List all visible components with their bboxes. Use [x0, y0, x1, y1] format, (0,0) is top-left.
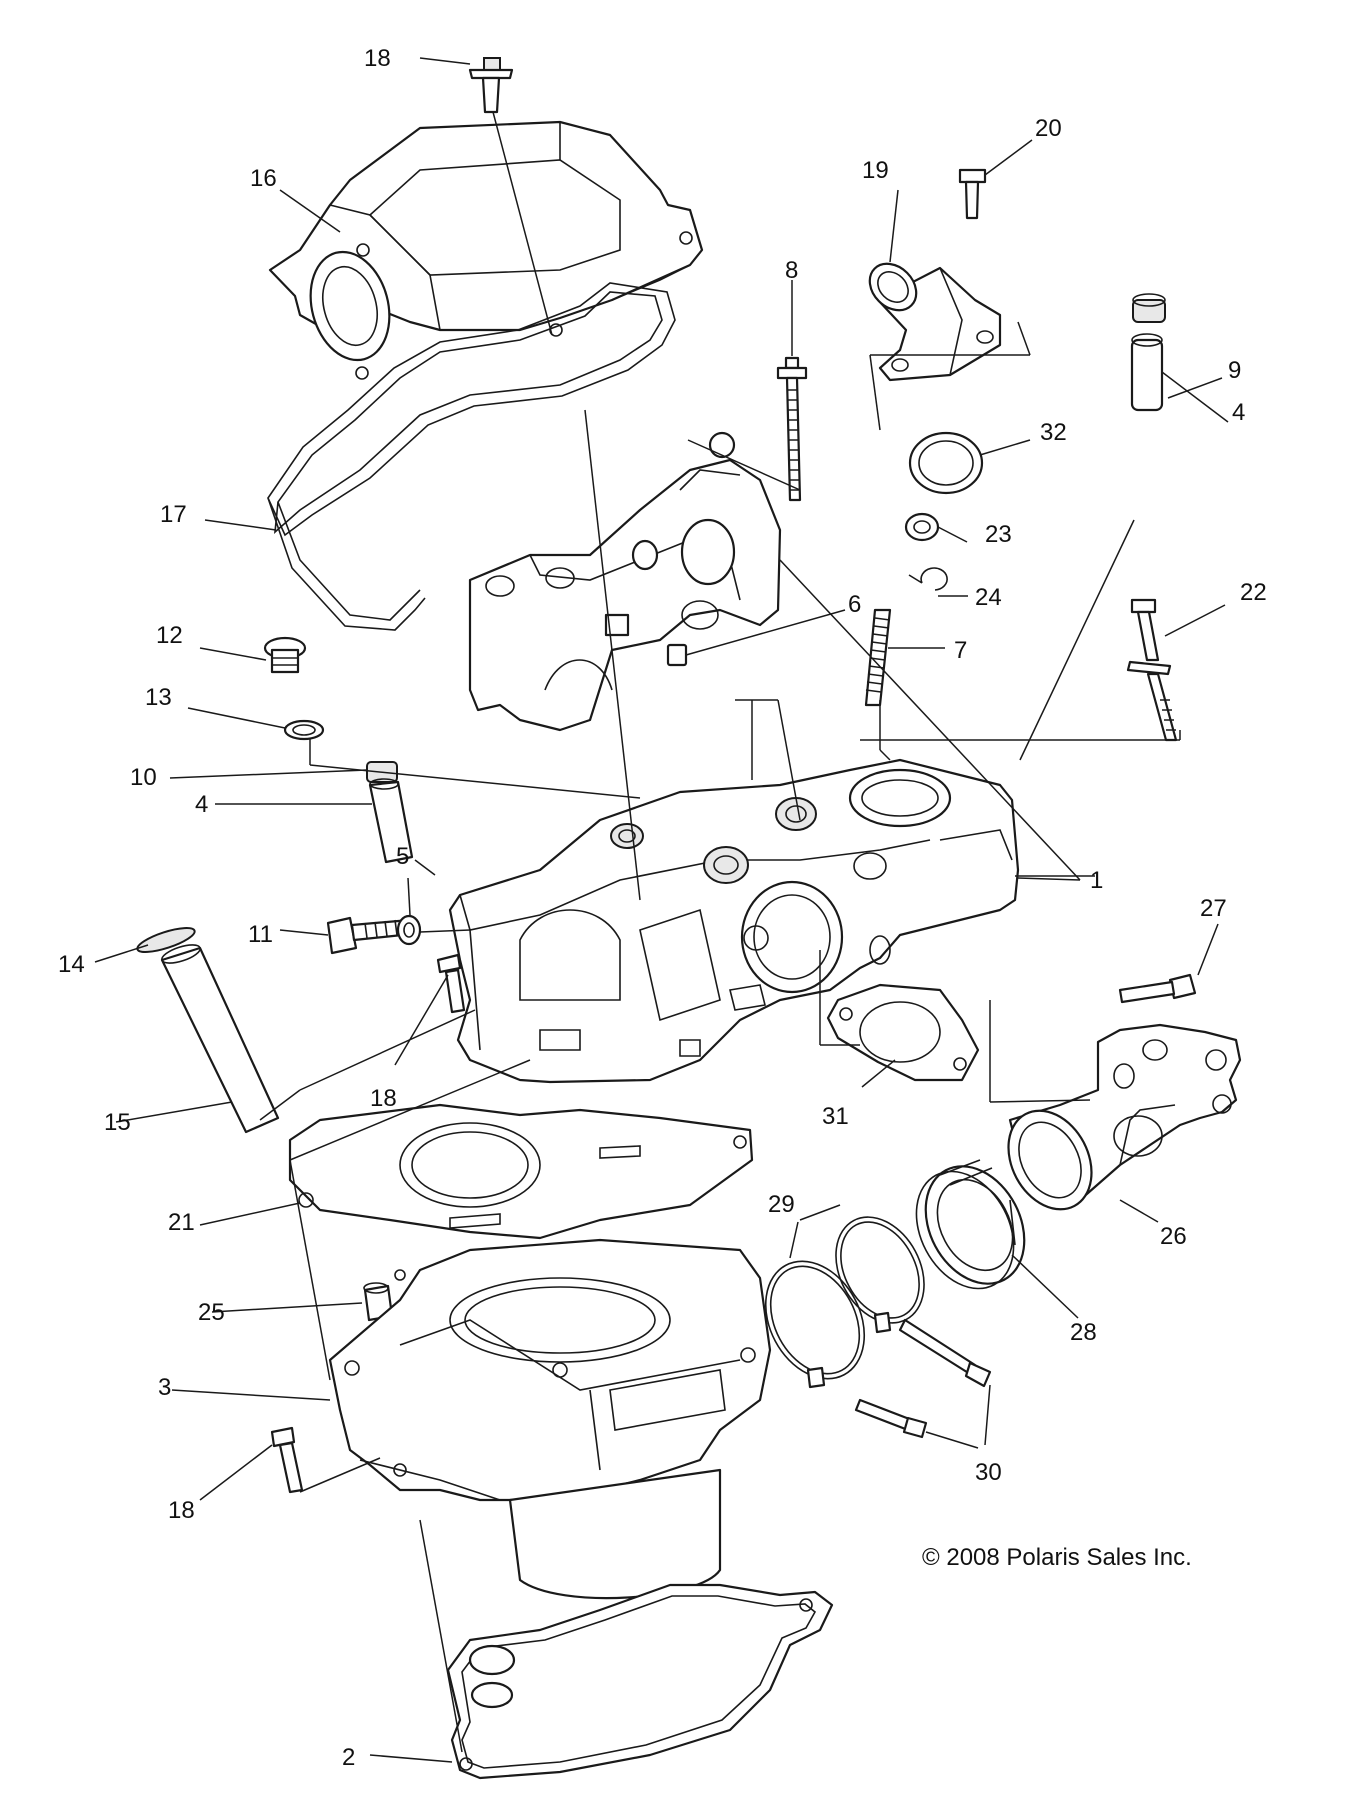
callout-31: 31 — [822, 1103, 849, 1130]
callout-16: 16 — [250, 165, 277, 192]
callout-13: 13 — [145, 684, 172, 711]
callout-14: 14 — [58, 951, 85, 978]
dowel-pin-part — [666, 643, 688, 667]
valve-guide-right-part — [1130, 333, 1164, 412]
callout-3: 3 — [158, 1374, 171, 1401]
callout-4-left: 4 — [195, 791, 208, 818]
callout-20: 20 — [1035, 115, 1062, 142]
flange-bolt-top-part — [468, 57, 514, 114]
clamp-screw-upper-part — [898, 1318, 992, 1388]
clamp-screw-lower-part — [854, 1398, 928, 1439]
callout-9: 9 — [1228, 357, 1241, 384]
callout-28: 28 — [1070, 1319, 1097, 1346]
manifold-bolt-part — [1118, 973, 1197, 1004]
tube-part — [160, 944, 280, 1134]
valve-cover-gasket-part — [267, 282, 676, 631]
cam-carrier-part — [468, 458, 782, 732]
copyright-notice: © 2008 Polaris Sales Inc. — [922, 1544, 1192, 1571]
outlet-gasket-part — [826, 983, 980, 1082]
cap-part — [1132, 293, 1166, 323]
callout-18-top: 18 — [364, 45, 391, 72]
callout-32: 32 — [1040, 419, 1067, 446]
coolant-elbow-part — [868, 262, 1002, 382]
hose-clamp-upper-part — [835, 1216, 925, 1334]
long-bolt-part — [1126, 598, 1178, 742]
seal-part — [904, 512, 940, 542]
callout-24: 24 — [975, 584, 1002, 611]
callout-12: 12 — [156, 622, 183, 649]
flange-bolt-bottom-part — [270, 1426, 304, 1494]
callout-8: 8 — [785, 257, 798, 284]
head-bolt-long-part — [776, 356, 808, 502]
callout-18-bottom: 18 — [168, 1497, 195, 1524]
valve-cover-part — [268, 120, 704, 380]
callout-4-right: 4 — [1232, 399, 1245, 426]
callout-7: 7 — [954, 637, 967, 664]
callout-26: 26 — [1160, 1223, 1187, 1250]
sealing-washer-part — [283, 719, 325, 741]
spring-part — [864, 608, 892, 707]
flange-bolt-middle-part — [436, 953, 466, 1014]
washer-part — [396, 914, 422, 946]
intake-manifold-part — [1007, 1023, 1242, 1211]
callout-2: 2 — [342, 1744, 355, 1771]
callout-17: 17 — [160, 501, 187, 528]
drain-plug-part — [263, 636, 307, 674]
callout-23: 23 — [985, 521, 1012, 548]
callout-1: 1 — [1090, 867, 1103, 894]
callout-21: 21 — [168, 1209, 195, 1236]
cylinder-part — [328, 1238, 772, 1600]
callout-27: 27 — [1200, 895, 1227, 922]
head-gasket-part — [288, 1103, 754, 1240]
tube-cap-part — [136, 927, 196, 953]
callout-25: 25 — [198, 1299, 225, 1326]
leader-lines — [94, 57, 1229, 1763]
base-gasket-part — [446, 1583, 834, 1780]
callout-22: 22 — [1240, 579, 1267, 606]
e-clip-part — [908, 567, 948, 591]
callout-30: 30 — [975, 1459, 1002, 1486]
callout-6: 6 — [848, 591, 861, 618]
elbow-o-ring-part — [908, 431, 984, 495]
valve-guide-left-part — [366, 761, 414, 864]
callout-29: 29 — [768, 1191, 795, 1218]
check-ball-part — [708, 431, 736, 459]
callout-18-middle: 18 — [370, 1085, 397, 1112]
callout-10: 10 — [130, 764, 157, 791]
hose-clamp-lower-part — [764, 1260, 866, 1389]
callout-11: 11 — [248, 921, 273, 948]
elbow-bolt-part — [958, 168, 987, 220]
callout-5: 5 — [396, 843, 409, 870]
intake-coupler-part — [915, 1159, 1026, 1290]
callout-19: 19 — [862, 157, 889, 184]
cylinder-head-part — [448, 758, 1020, 1084]
callouts: 18 16 20 19 8 9 32 4 17 23 24 6 22 7 12 … — [58, 45, 1267, 1771]
callout-15: 15 — [104, 1109, 131, 1136]
